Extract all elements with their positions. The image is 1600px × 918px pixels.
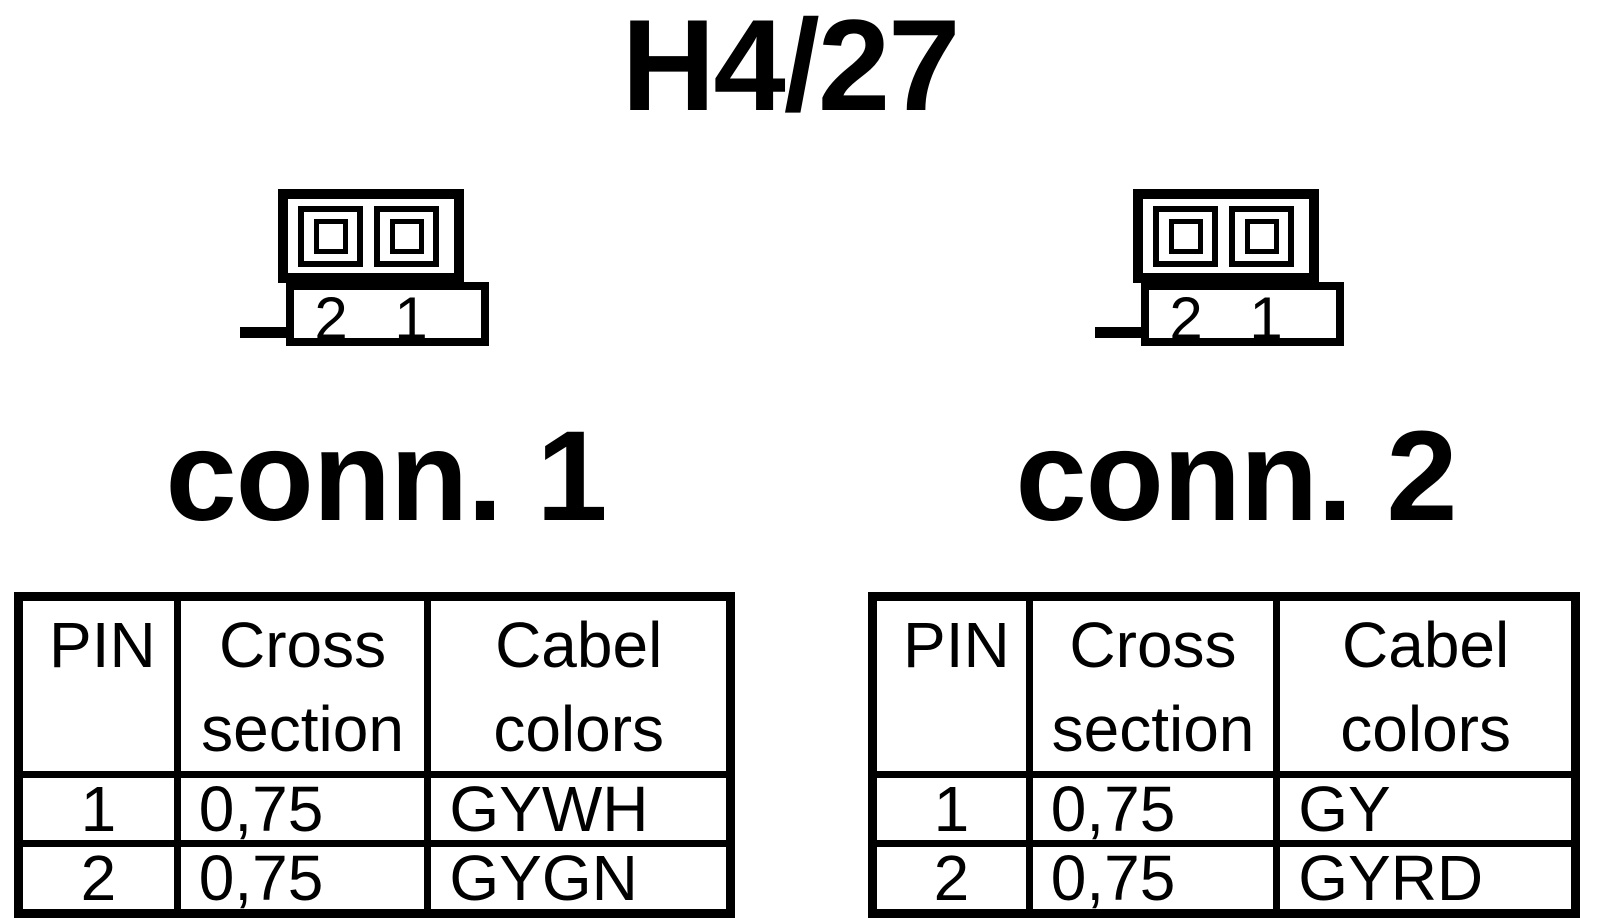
connector2-label: conn. 2 bbox=[1015, 405, 1457, 548]
pin-number-cell: 1 bbox=[869, 771, 1033, 847]
pin-number-cell: 2 bbox=[869, 840, 1033, 917]
cross-section-cell: 0,75 bbox=[173, 840, 432, 917]
connector2-housing bbox=[1133, 189, 1319, 283]
connector1-pin2-number: 2 bbox=[314, 285, 348, 352]
pin-cavity-icon bbox=[313, 219, 348, 254]
connector1-label: conn. 1 bbox=[165, 405, 607, 548]
pin-cavity-icon bbox=[1168, 219, 1203, 254]
connector1-pin-table: PIN Cross section Cabel colors 1 0,75 GY… bbox=[14, 592, 735, 918]
table-row: 1 0,75 GY bbox=[869, 771, 1579, 847]
connector2-mounting-tab bbox=[1095, 327, 1145, 338]
connector1-mounting-tab bbox=[240, 327, 290, 338]
connector1-flange bbox=[286, 282, 489, 346]
cross-section-cell: 0,75 bbox=[1025, 771, 1281, 847]
pin-number-cell: 1 bbox=[15, 771, 181, 847]
connector2-figure: 2 1 bbox=[1095, 185, 1345, 360]
table-row: 2 0,75 GYGN bbox=[15, 840, 734, 917]
column-header-cross-section: Cross section bbox=[173, 593, 432, 778]
connector1-figure: 2 1 bbox=[240, 185, 490, 360]
table-row: 1 0,75 GYWH bbox=[15, 771, 734, 847]
cable-color-cell: GYGN bbox=[424, 840, 734, 917]
connector2-pin1-slot-icon bbox=[1229, 206, 1294, 267]
pin-number-cell: 2 bbox=[15, 840, 181, 917]
column-header-cross-section: Cross section bbox=[1025, 593, 1281, 778]
table-header-row: PIN Cross section Cabel colors bbox=[15, 593, 734, 778]
cable-color-cell: GYRD bbox=[1273, 840, 1579, 917]
cable-color-cell: GY bbox=[1273, 771, 1579, 847]
column-header-pin: PIN bbox=[15, 593, 181, 778]
connector2-flange bbox=[1141, 282, 1344, 346]
column-header-cable-colors: Cabel colors bbox=[424, 593, 734, 778]
pin-cavity-icon bbox=[389, 219, 424, 254]
page-title: H4/27 bbox=[621, 0, 961, 138]
table-row: 2 0,75 GYRD bbox=[869, 840, 1579, 917]
connector1-pin1-number: 1 bbox=[394, 285, 428, 352]
column-header-pin: PIN bbox=[869, 593, 1033, 778]
pin-cavity-icon bbox=[1244, 219, 1279, 254]
connector1-pin1-slot-icon bbox=[374, 206, 439, 267]
connector2-pin-table: PIN Cross section Cabel colors 1 0,75 GY… bbox=[868, 592, 1580, 918]
column-header-cable-colors: Cabel colors bbox=[1273, 593, 1579, 778]
connector1-housing bbox=[278, 189, 464, 283]
cross-section-cell: 0,75 bbox=[1025, 840, 1281, 917]
cross-section-cell: 0,75 bbox=[173, 771, 432, 847]
cable-color-cell: GYWH bbox=[424, 771, 734, 847]
table-header-row: PIN Cross section Cabel colors bbox=[869, 593, 1579, 778]
connector2-pin2-number: 2 bbox=[1169, 285, 1203, 352]
connector1-pin2-slot-icon bbox=[298, 206, 363, 267]
connector2-pin2-slot-icon bbox=[1153, 206, 1218, 267]
connector2-pin1-number: 1 bbox=[1249, 285, 1283, 352]
